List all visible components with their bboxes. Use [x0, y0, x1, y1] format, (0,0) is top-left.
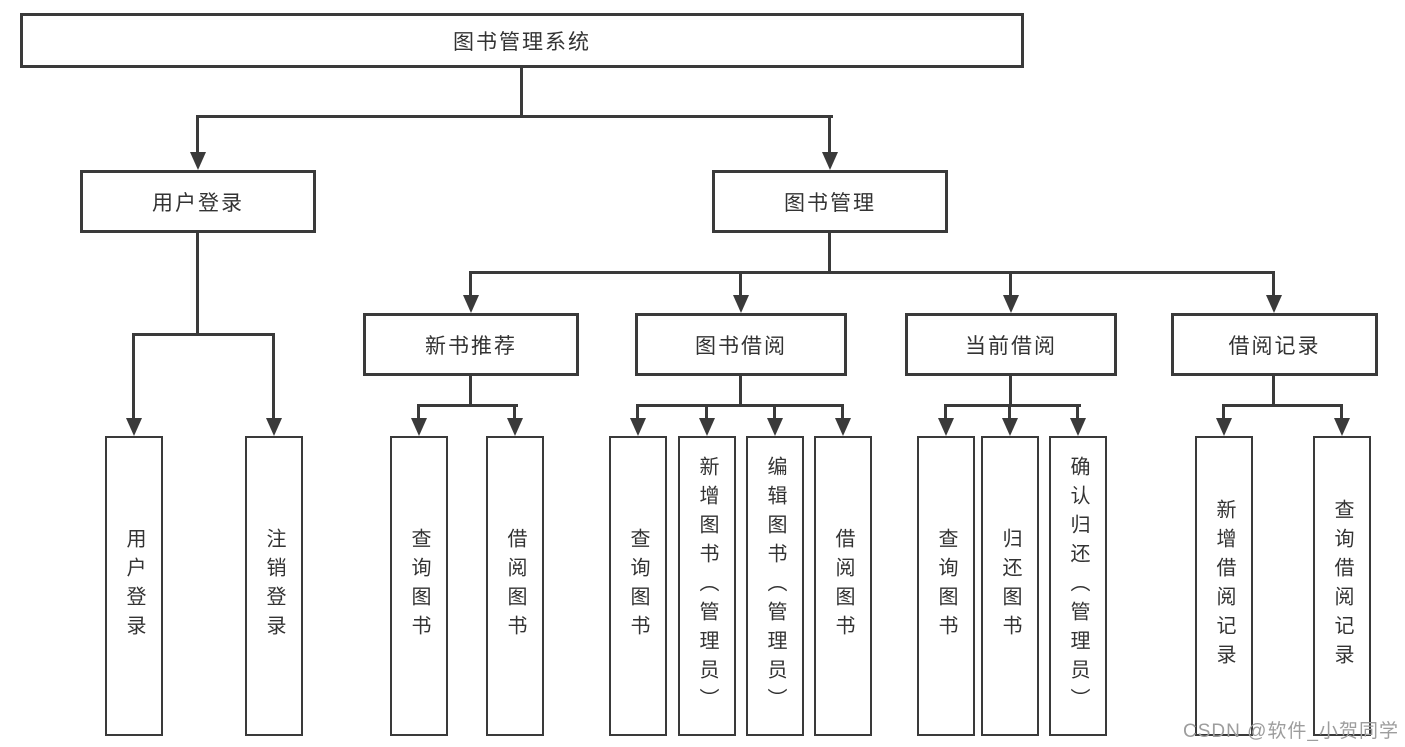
arrow-down-icon	[463, 295, 479, 313]
connector-line	[469, 271, 472, 299]
connector-line	[272, 333, 275, 420]
connector-line	[636, 404, 639, 420]
connector-line	[132, 333, 275, 336]
leaf-borrowing-borrow: 借阅图书	[814, 436, 872, 736]
leaf-current-query-label: 查询图书	[935, 528, 957, 644]
leaf-current-query: 查询图书	[917, 436, 975, 736]
connector-line	[132, 333, 135, 420]
node-borrowing-records: 借阅记录	[1171, 313, 1378, 376]
connector-line	[196, 231, 199, 335]
leaf-borrowing-add-admin: 新增图书（管理员）	[678, 436, 736, 736]
arrow-down-icon	[266, 418, 282, 436]
arrow-down-icon	[699, 418, 715, 436]
leaf-user-login-label: 用户登录	[123, 528, 145, 644]
leaf-borrowing-query-label: 查询图书	[627, 528, 649, 644]
arrow-down-icon	[190, 152, 206, 170]
leaf-current-confirm-admin: 确认归还（管理员）	[1049, 436, 1107, 736]
arrow-down-icon	[1003, 295, 1019, 313]
arrow-down-icon	[1216, 418, 1232, 436]
leaf-newbooks-query: 查询图书	[390, 436, 448, 736]
connector-line	[1340, 404, 1343, 420]
arrow-down-icon	[822, 152, 838, 170]
arrow-down-icon	[1002, 418, 1018, 436]
connector-line	[196, 115, 199, 155]
leaf-logout-label: 注销登录	[263, 528, 285, 644]
arrow-down-icon	[1070, 418, 1086, 436]
connector-line	[944, 404, 947, 420]
connector-line	[828, 231, 831, 273]
node-current-borrowing-label: 当前借阅	[965, 334, 1057, 358]
leaf-newbooks-borrow-label: 借阅图书	[504, 528, 526, 644]
leaf-newbooks-query-label: 查询图书	[408, 528, 430, 644]
connector-line	[469, 271, 1275, 274]
connector-line	[196, 115, 833, 118]
arrow-down-icon	[126, 418, 142, 436]
connector-line	[417, 404, 420, 420]
connector-line	[1076, 404, 1079, 420]
connector-line	[705, 404, 708, 420]
node-root-label: 图书管理系统	[453, 30, 591, 54]
connector-line	[1272, 374, 1275, 406]
leaf-records-add: 新增借阅记录	[1195, 436, 1253, 736]
arrow-down-icon	[835, 418, 851, 436]
node-book-management-label: 图书管理	[784, 191, 876, 215]
leaf-borrowing-add-admin-label: 新增图书（管理员）	[696, 455, 718, 717]
watermark-text: CSDN @软件_小贺同学	[1183, 721, 1399, 742]
arrow-down-icon	[630, 418, 646, 436]
leaf-borrowing-borrow-label: 借阅图书	[832, 528, 854, 644]
arrow-down-icon	[938, 418, 954, 436]
connector-line	[828, 115, 831, 155]
node-user-login-label: 用户登录	[152, 191, 244, 215]
connector-line	[773, 404, 776, 420]
connector-line	[469, 374, 472, 406]
leaf-borrowing-query: 查询图书	[609, 436, 667, 736]
node-book-borrowing-label: 图书借阅	[695, 334, 787, 358]
leaf-records-query-label: 查询借阅记录	[1331, 499, 1353, 673]
leaf-borrowing-edit-admin: 编辑图书（管理员）	[746, 436, 804, 736]
arrow-down-icon	[1334, 418, 1350, 436]
leaf-records-query: 查询借阅记录	[1313, 436, 1371, 736]
leaf-current-return: 归还图书	[981, 436, 1039, 736]
connector-line	[513, 404, 516, 420]
connector-line	[1272, 271, 1275, 299]
leaf-records-add-label: 新增借阅记录	[1213, 499, 1235, 673]
connector-line	[841, 404, 844, 420]
connector-line	[1222, 404, 1225, 420]
node-book-management: 图书管理	[712, 170, 948, 233]
leaf-current-confirm-admin-label: 确认归还（管理员）	[1067, 455, 1089, 717]
connector-line	[1009, 374, 1012, 406]
connector-line	[944, 404, 1081, 407]
connector-line	[636, 404, 844, 407]
connector-line	[739, 271, 742, 299]
leaf-logout: 注销登录	[245, 436, 303, 736]
connector-line	[1008, 404, 1011, 420]
node-root: 图书管理系统	[20, 13, 1024, 68]
connector-line	[417, 404, 518, 407]
arrow-down-icon	[733, 295, 749, 313]
leaf-current-return-label: 归还图书	[999, 528, 1021, 644]
node-current-borrowing: 当前借阅	[905, 313, 1117, 376]
leaf-user-login: 用户登录	[105, 436, 163, 736]
leaf-newbooks-borrow: 借阅图书	[486, 436, 544, 736]
node-book-borrowing: 图书借阅	[635, 313, 847, 376]
connector-line	[739, 374, 742, 406]
arrow-down-icon	[507, 418, 523, 436]
node-new-books: 新书推荐	[363, 313, 579, 376]
connector-line	[1222, 404, 1343, 407]
connector-line	[1009, 271, 1012, 299]
arrow-down-icon	[767, 418, 783, 436]
node-new-books-label: 新书推荐	[425, 334, 517, 358]
arrow-down-icon	[411, 418, 427, 436]
arrow-down-icon	[1266, 295, 1282, 313]
node-borrowing-records-label: 借阅记录	[1228, 334, 1321, 358]
node-user-login: 用户登录	[80, 170, 316, 233]
connector-line	[520, 65, 523, 117]
leaf-borrowing-edit-admin-label: 编辑图书（管理员）	[764, 455, 786, 717]
